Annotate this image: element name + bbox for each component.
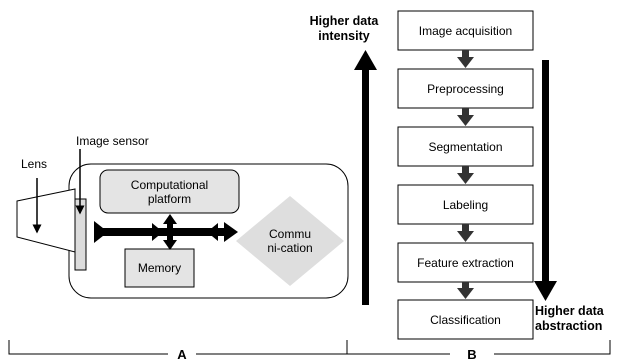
platform-memory-link (167, 219, 173, 245)
data-abstraction-label: Higher data abstraction (535, 304, 604, 333)
data-intensity-arrow-shaft (362, 68, 369, 305)
memory-box (124, 248, 195, 288)
data-bus-arrow-right (224, 222, 238, 242)
data-bus-arrow-left (94, 221, 108, 243)
data-bus-arrow-mid-left (207, 223, 218, 241)
platform-memory-arrow-up (163, 214, 177, 224)
pipeline-box (397, 299, 534, 340)
computational-platform-label: Computational platform (130, 178, 209, 206)
platform-memory-arrow-down (163, 240, 177, 250)
pipeline-step-labeling: Labeling (442, 197, 489, 212)
pipeline-step-preprocessing: Preprocessing (427, 81, 504, 96)
data-bus-arrow-mid-right (152, 223, 163, 241)
pipeline-connector-arrow (457, 282, 474, 299)
lens-label: Lens (21, 157, 48, 171)
pipeline-connector-arrow (457, 166, 474, 184)
pipeline-connector-arrow (457, 224, 474, 242)
pipeline-box (397, 242, 534, 283)
data-abstraction-arrow-shaft (542, 60, 549, 284)
pipeline-connectors (457, 50, 474, 299)
computational-platform-box (99, 169, 240, 214)
section-label-a: A (177, 347, 187, 362)
pipeline-step-segmentation: Segmentation (428, 139, 503, 154)
lens-shape (16, 188, 76, 253)
section-label-b: B (467, 347, 477, 362)
section-bracket-b (347, 340, 611, 355)
data-intensity-arrow-head (354, 50, 377, 70)
pipeline-connector-arrow (457, 50, 474, 68)
data-intensity-label: Higher data intensity (309, 14, 379, 43)
pipeline-connector-arrow (457, 108, 474, 126)
pipeline-box (397, 10, 534, 51)
memory-label: Memory (137, 261, 182, 275)
data-abstraction-arrow-head (534, 281, 557, 301)
image-sensor-label: Image sensor (76, 134, 149, 148)
pipeline-step-feature-extraction: Feature extraction (417, 255, 514, 270)
communication-label: Communi-cation (267, 227, 313, 255)
communication-diamond (236, 196, 344, 286)
pipeline-step-image-acquisition: Image acquisition (418, 23, 513, 38)
pipeline-box (397, 184, 534, 225)
pipeline-step-classification: Classification (430, 312, 501, 327)
